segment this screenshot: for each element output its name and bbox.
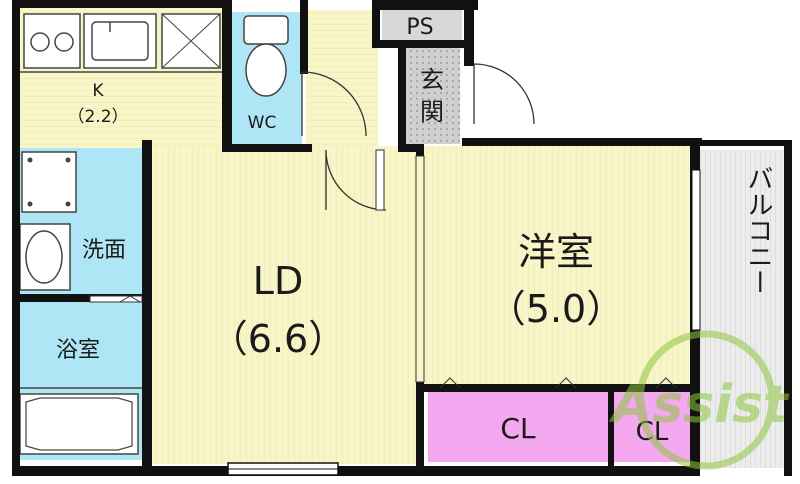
bath-label: 浴室 (56, 338, 100, 363)
assist-watermark-logo: Assist (608, 330, 790, 470)
ps-label: PS (406, 15, 433, 40)
kitchen-label: K (92, 81, 104, 101)
sink-basin (91, 21, 149, 61)
closet-small-floor (614, 390, 696, 462)
kitchen-size: （2.2） (67, 107, 128, 127)
sink (83, 13, 157, 69)
entrance-door-icon (473, 63, 535, 125)
bath-door (89, 295, 143, 303)
sliding-door-western (415, 155, 425, 383)
stove (23, 13, 81, 69)
balcony-label: バルコニー (743, 165, 773, 295)
entrance-label-2: 関 (420, 98, 444, 126)
hall-floor (306, 10, 378, 150)
burner-right-icon (54, 32, 74, 52)
basin-bowl-icon (25, 230, 63, 284)
western-floor (420, 146, 696, 390)
wc-door-icon (301, 71, 367, 137)
western-label: 洋室 (518, 230, 594, 274)
closet-main-floor (428, 390, 610, 462)
window-balcony (691, 169, 701, 331)
ld-label: LD (253, 259, 303, 303)
bathtub (19, 393, 139, 455)
entrance-label-1: 玄 (420, 66, 444, 94)
ld-floor (148, 146, 420, 464)
washroom-label: 洗面 (82, 238, 126, 263)
ld-size: （6.6） (210, 317, 346, 361)
ps-area (382, 10, 462, 44)
burner-left-icon (30, 32, 50, 52)
ld-door-icon (325, 149, 387, 211)
toilet-tank (243, 15, 289, 45)
svg-text:Assist: Assist (608, 375, 790, 435)
wc-label: WC (248, 113, 277, 133)
western-size: （5.0） (488, 287, 624, 331)
closet-main-label: CL (500, 412, 536, 445)
toilet-bowl-icon (245, 43, 287, 97)
entrance-floor (404, 48, 460, 144)
